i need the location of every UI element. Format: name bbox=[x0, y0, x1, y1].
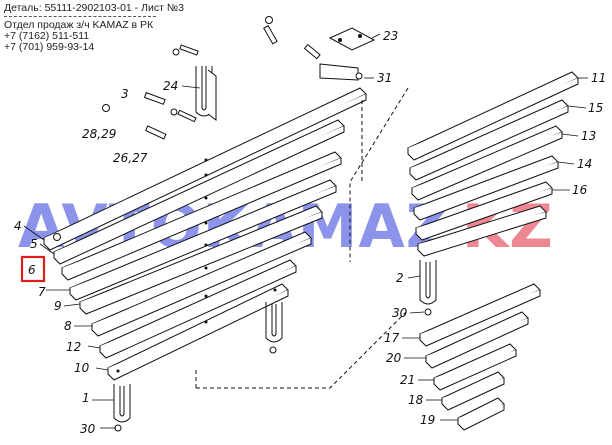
callout-14: 14 bbox=[577, 157, 592, 171]
callout-11: 11 bbox=[591, 71, 606, 85]
callout-2: 2 bbox=[396, 271, 404, 285]
callout-26-27: 26,27 bbox=[113, 151, 148, 165]
u-bolt-center bbox=[265, 302, 283, 354]
callout-5: 5 bbox=[30, 237, 38, 251]
bracket-31 bbox=[319, 63, 359, 81]
header-block: Деталь: 55111-2902103-01 - Лист №3 Отдел… bbox=[4, 3, 184, 53]
phone-2: +7 (701) 959-93-14 bbox=[4, 41, 95, 53]
bolts-left-top bbox=[102, 16, 321, 140]
callout-9: 9 bbox=[54, 299, 62, 313]
callout-4: 4 bbox=[14, 219, 22, 233]
callout-18: 18 bbox=[408, 393, 424, 407]
header-divider bbox=[4, 16, 156, 17]
callout-21: 21 bbox=[400, 373, 415, 387]
highlight-part-6 bbox=[20, 255, 46, 283]
callout-31: 31 bbox=[377, 71, 392, 85]
dashed-guide-2 bbox=[349, 87, 409, 262]
u-bolt-24 bbox=[195, 66, 217, 121]
callout-23: 23 bbox=[383, 29, 398, 43]
page-title: Деталь: 55111-2902103-01 - Лист №3 bbox=[4, 2, 184, 14]
callout-20: 20 bbox=[386, 351, 402, 365]
callout-13: 13 bbox=[581, 129, 596, 143]
u-bolt-1 bbox=[113, 384, 131, 432]
leaf-spring-pack-right bbox=[407, 71, 579, 431]
u-bolt-2 bbox=[419, 260, 437, 316]
callout-28-29: 28,29 bbox=[82, 127, 116, 141]
callout-10: 10 bbox=[74, 361, 90, 375]
callout-17: 17 bbox=[384, 331, 400, 345]
callout-19: 19 bbox=[420, 413, 435, 427]
callout-6: 6 bbox=[28, 263, 36, 277]
callout-30-right: 30 bbox=[392, 306, 408, 320]
callout-16: 16 bbox=[572, 183, 588, 197]
callout-24: 24 bbox=[163, 79, 178, 93]
dashed-guide-3 bbox=[195, 309, 409, 389]
dealer-name: Отдел продаж з/ч KAMAZ в РК bbox=[4, 19, 154, 31]
callout-12: 12 bbox=[66, 340, 81, 354]
callout-3: 3 bbox=[121, 87, 129, 101]
callout-labels: 23 31 24 3 28,29 26,27 11 15 13 14 16 4 … bbox=[14, 29, 606, 436]
leaf-spring-pack-left bbox=[43, 87, 367, 381]
leader-lines bbox=[23, 33, 588, 429]
callout-7: 7 bbox=[38, 285, 46, 299]
phone-1: +7 (7162) 511-511 bbox=[4, 30, 90, 42]
callout-15: 15 bbox=[588, 101, 603, 115]
callout-1: 1 bbox=[82, 391, 90, 405]
plate-23 bbox=[328, 27, 376, 51]
callout-8: 8 bbox=[64, 319, 72, 333]
callout-30-left: 30 bbox=[80, 422, 96, 436]
